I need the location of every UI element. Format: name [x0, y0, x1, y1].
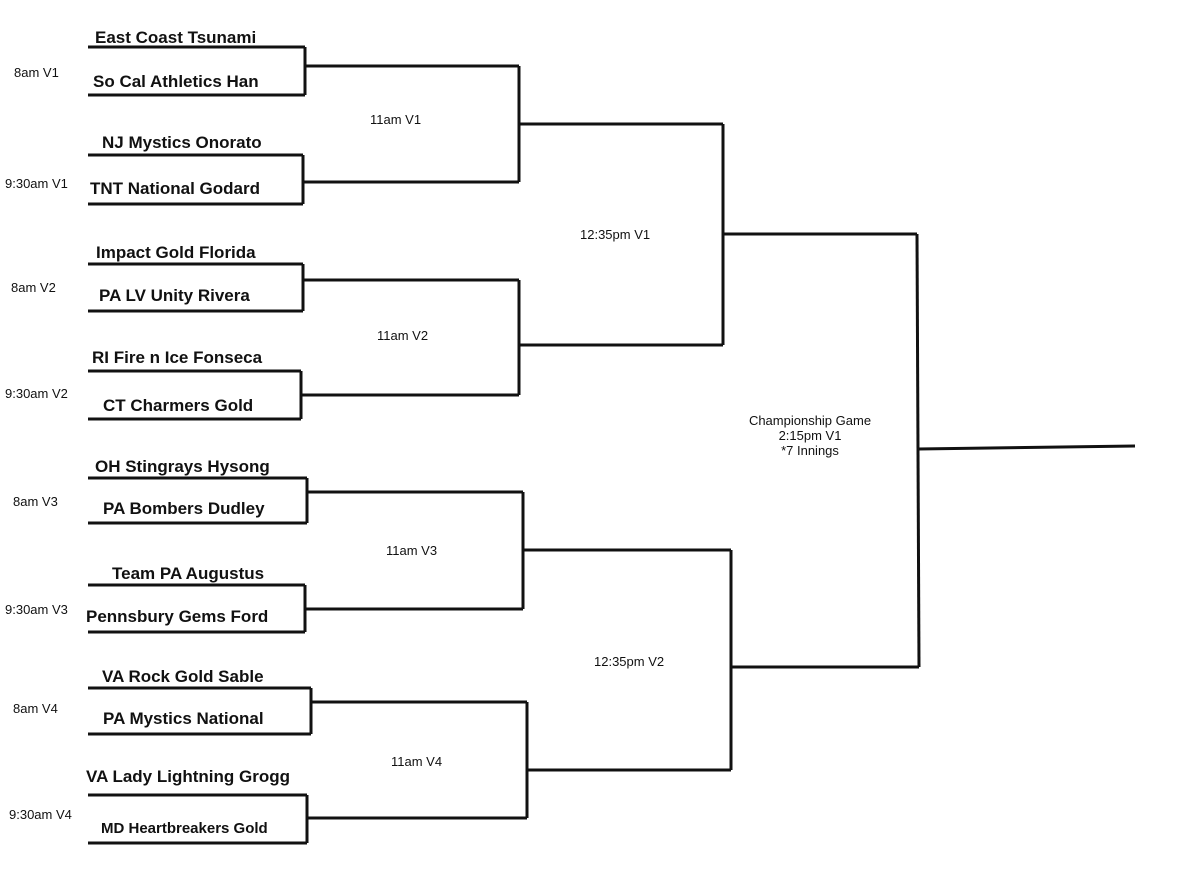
round1-game-7: [88, 686, 527, 736]
game-time: 11am V3: [386, 543, 437, 558]
round2-game-3: [521, 492, 731, 609]
round1-game-4: [88, 369, 519, 421]
championship-note: *7 Innings: [781, 443, 839, 458]
team-name: PA Bombers Dudley: [103, 499, 265, 518]
game-time: 8am V2: [11, 280, 56, 295]
round2-game-1: [517, 66, 723, 182]
team-name: Team PA Augustus: [112, 564, 264, 583]
game-time: 9:30am V1: [5, 176, 68, 191]
semifinal-game-2: [729, 550, 919, 770]
team-name: MD Heartbreakers Gold: [101, 820, 268, 837]
round2-game-2: [517, 280, 723, 395]
team-name: VA Rock Gold Sable: [102, 667, 264, 686]
team-name: VA Lady Lightning Grogg: [86, 767, 290, 786]
round1-game-8: [88, 793, 527, 845]
team-name: So Cal Athletics Han: [93, 72, 259, 91]
championship-title: Championship Game: [749, 413, 871, 428]
game-time: 12:35pm V2: [594, 654, 664, 669]
round1-game-1: [88, 45, 519, 97]
game-time: 12:35pm V1: [580, 227, 650, 242]
round1-game-5: [88, 476, 523, 525]
team-name: RI Fire n Ice Fonseca: [92, 348, 263, 367]
game-time: 11am V2: [377, 328, 428, 343]
round2-game-4: [525, 702, 731, 818]
team-name: TNT National Godard: [90, 179, 260, 198]
team-name: CT Charmers Gold: [103, 396, 253, 415]
championship-game-lines: [915, 233, 1136, 668]
game-time: 8am V3: [13, 494, 58, 509]
team-name: Impact Gold Florida: [96, 243, 256, 262]
team-name: East Coast Tsunami: [95, 28, 256, 47]
team-name: NJ Mystics Onorato: [102, 133, 262, 152]
game-time: 9:30am V2: [5, 386, 68, 401]
game-time: 11am V1: [370, 112, 421, 127]
team-name: Pennsbury Gems Ford: [86, 607, 268, 626]
game-time: 8am V1: [14, 65, 59, 80]
round1-game-6: [88, 583, 523, 634]
team-name: PA Mystics National: [103, 709, 264, 728]
game-time: 11am V4: [391, 754, 442, 769]
game-time: 9:30am V3: [5, 602, 68, 617]
team-name: PA LV Unity Rivera: [99, 286, 250, 305]
round1-game-3: [88, 262, 519, 313]
game-time: 8am V4: [13, 701, 58, 716]
game-time: 9:30am V4: [9, 807, 72, 822]
round1-game-2: [88, 153, 519, 206]
championship-time: 2:15pm V1: [779, 428, 842, 443]
team-name: OH Stingrays Hysong: [95, 457, 270, 476]
semifinal-game-1: [721, 124, 917, 345]
